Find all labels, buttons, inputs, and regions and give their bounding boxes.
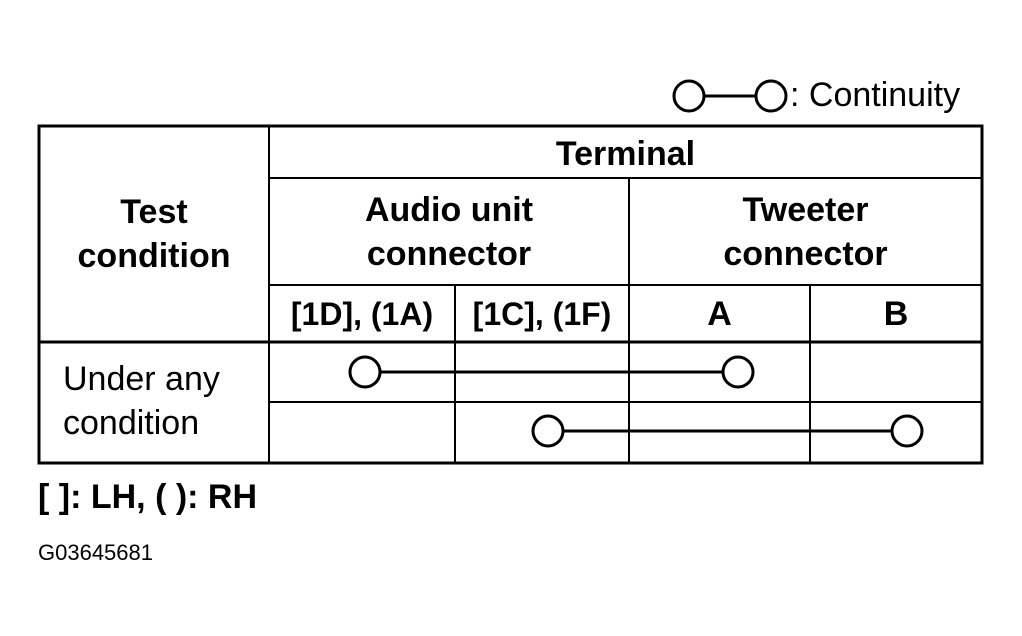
condition-label: Under any condition xyxy=(63,357,220,445)
audio-unit-header-line1: Audio unit xyxy=(364,191,534,229)
column-b: B xyxy=(883,295,909,333)
figure-id: G03645681 xyxy=(38,540,153,565)
test-condition-header-line2: condition xyxy=(77,237,231,275)
column-a: A xyxy=(707,295,732,333)
condition-line1: Under any xyxy=(63,360,220,398)
continuity-connection-2 xyxy=(531,414,924,448)
footnote: [ ]: LH, ( ): RH xyxy=(38,478,258,516)
continuity-connection-1 xyxy=(348,355,755,389)
continuity-legend-icon xyxy=(670,74,790,123)
audio-unit-header-line2: connector xyxy=(366,235,532,273)
test-condition-header: Test condition xyxy=(39,190,269,278)
terminal-header: Terminal xyxy=(555,135,696,173)
column-1c-1f: [1C], (1F) xyxy=(472,296,612,332)
condition-line2: condition xyxy=(63,404,200,442)
column-1d-1a: [1D], (1A) xyxy=(290,296,434,332)
test-condition-header-line1: Test xyxy=(120,193,188,231)
legend-label: : Continuity xyxy=(790,76,961,114)
audio-unit-connector-header: Audio unit connector xyxy=(269,188,629,276)
tweeter-connector-header: Tweeter connector xyxy=(629,188,982,276)
tweeter-header-line2: connector xyxy=(723,235,888,273)
tweeter-header-line1: Tweeter xyxy=(742,191,869,229)
